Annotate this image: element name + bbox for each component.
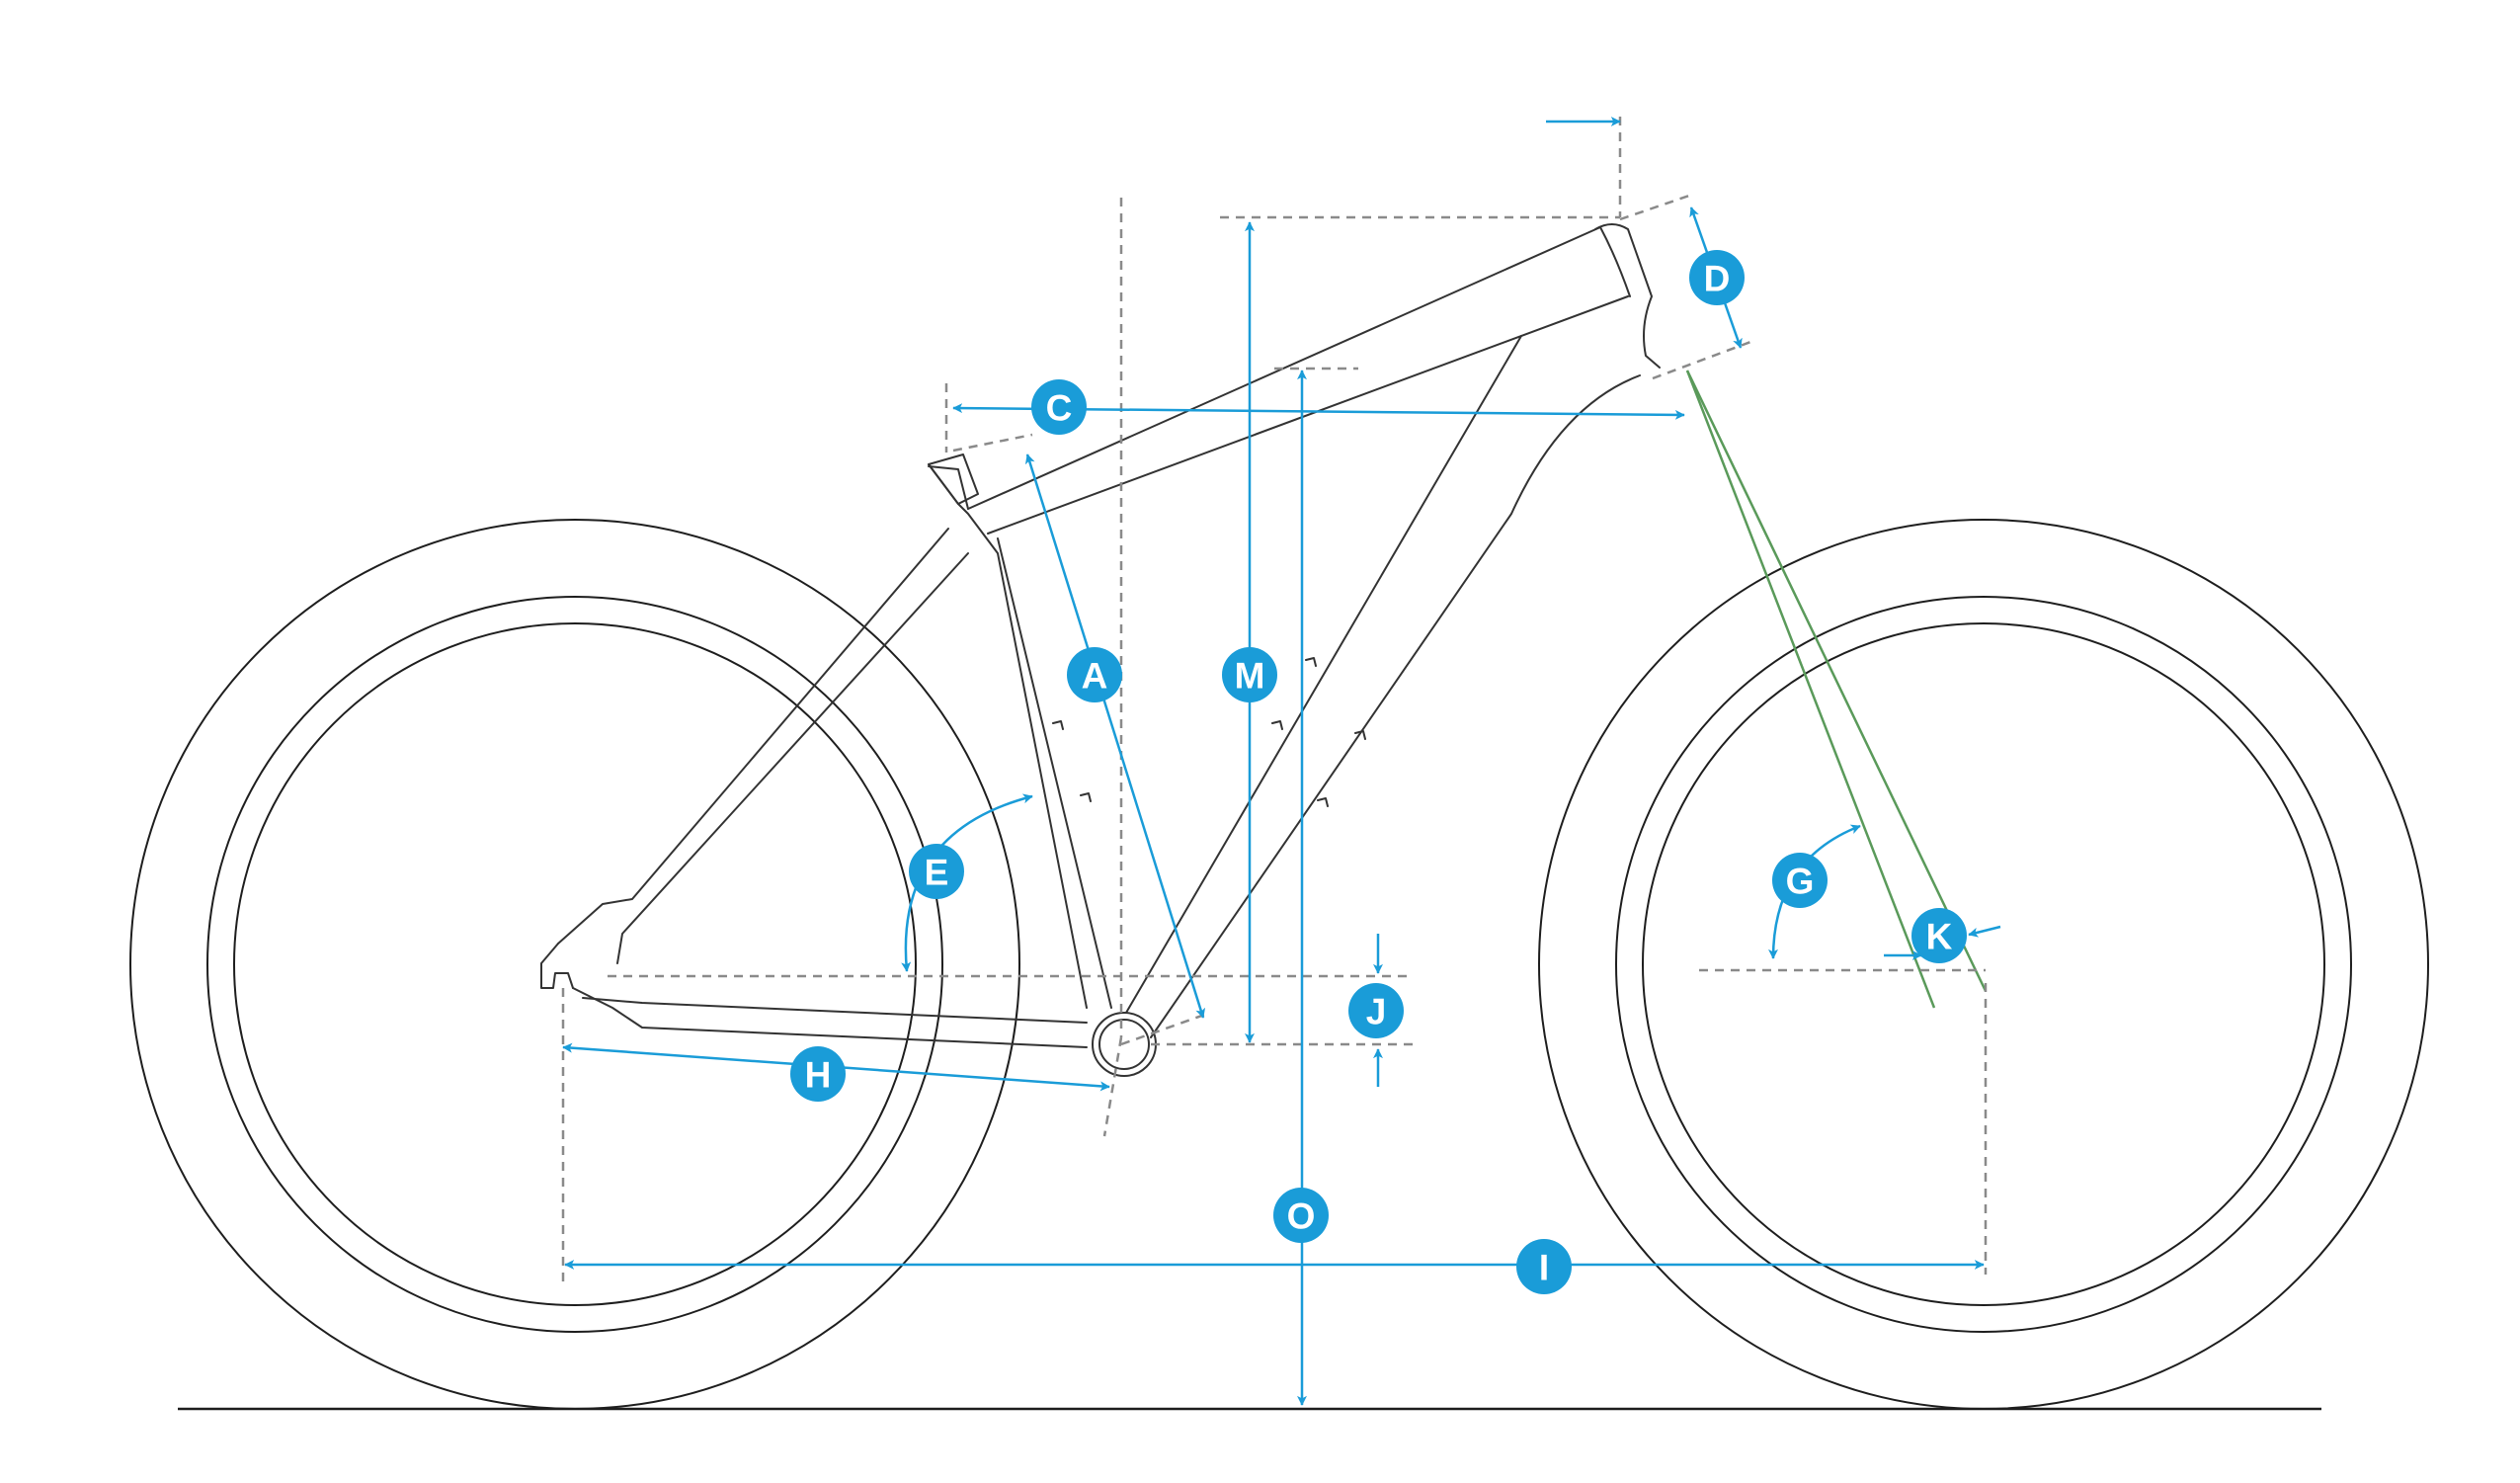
label-a: A [1082, 656, 1108, 697]
label-badge-g: G [1772, 853, 1828, 908]
label-k: K [1926, 917, 1953, 957]
label-badge-k: K [1911, 908, 1967, 963]
label-c: C [1046, 388, 1073, 429]
label-d: D [1704, 259, 1731, 299]
label-h: H [805, 1055, 832, 1096]
label-i: I [1539, 1248, 1549, 1288]
steering-axis [1685, 370, 1988, 1009]
label-badge-i: I [1516, 1239, 1572, 1294]
label-badge-d: D [1689, 250, 1745, 305]
label-j: J [1366, 992, 1387, 1032]
label-o: O [1287, 1196, 1316, 1237]
label-g: G [1786, 862, 1815, 902]
label-badge-j: J [1348, 983, 1404, 1038]
label-badge-o: O [1273, 1188, 1329, 1243]
label-badge-e: E [909, 844, 964, 899]
label-badge-c: C [1031, 379, 1087, 435]
rear-wheel [129, 519, 1020, 1410]
label-e: E [925, 853, 949, 893]
label-badge-a: A [1067, 647, 1122, 702]
label-m: M [1235, 656, 1265, 697]
reference-lines [561, 117, 1988, 1284]
front-wheel [1538, 519, 2429, 1410]
label-badge-h: H [790, 1046, 846, 1102]
label-badge-m: M [1222, 647, 1277, 702]
